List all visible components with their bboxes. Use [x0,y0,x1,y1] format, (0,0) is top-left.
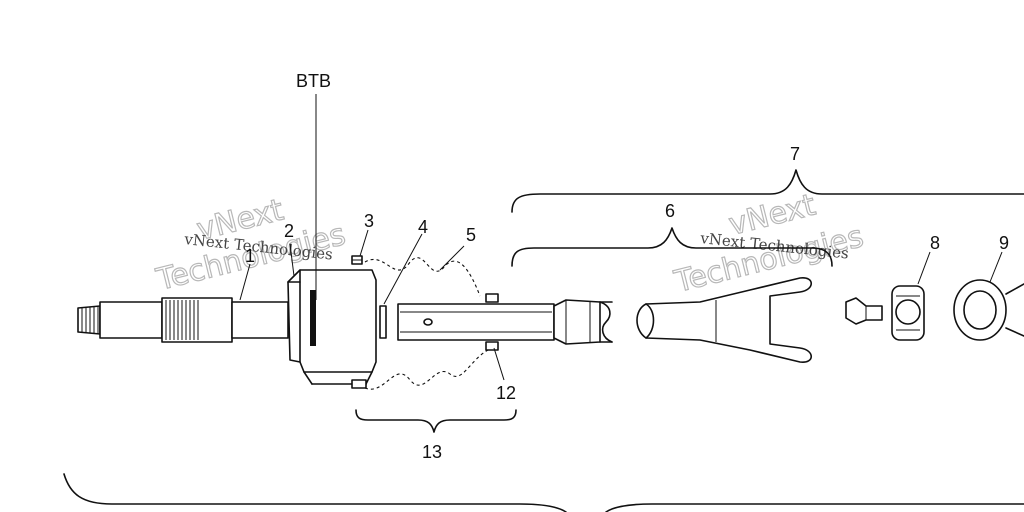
callout-6: 6 [665,201,675,221]
watermark-right: Technologies vNext vNext Technologies [670,187,868,301]
bracket-bottom [63,473,1024,512]
callout-13: 13 [422,442,442,462]
callout-2: 2 [284,221,294,241]
part-9-flange [953,279,1024,341]
part-2-housing [287,269,377,385]
part-5-boot [364,257,489,390]
callout-4: 4 [418,217,428,237]
callout-9: 9 [999,233,1009,253]
part-3-bolt [351,255,363,265]
bracket-7 [511,169,1024,213]
housing-bottom-bolt [351,379,367,389]
callout-7: 7 [790,144,800,164]
callout-3: 3 [364,211,374,231]
callout-12: 12 [496,383,516,403]
leader-lines [239,94,1003,381]
part-8-ujoint [845,285,925,341]
part-6-yoke [636,277,813,363]
part-1-shaft [77,297,289,343]
callout-labels: BTB 1 2 3 4 5 6 7 8 9 12 13 [245,71,1009,462]
callout-btb: BTB [296,71,331,91]
slip-tube [397,293,613,351]
bracket-6 [511,227,833,267]
callout-5: 5 [466,225,476,245]
bracket-13 [355,409,517,433]
callout-1: 1 [245,246,255,266]
part-4-ring [379,305,387,339]
callout-8: 8 [930,233,940,253]
